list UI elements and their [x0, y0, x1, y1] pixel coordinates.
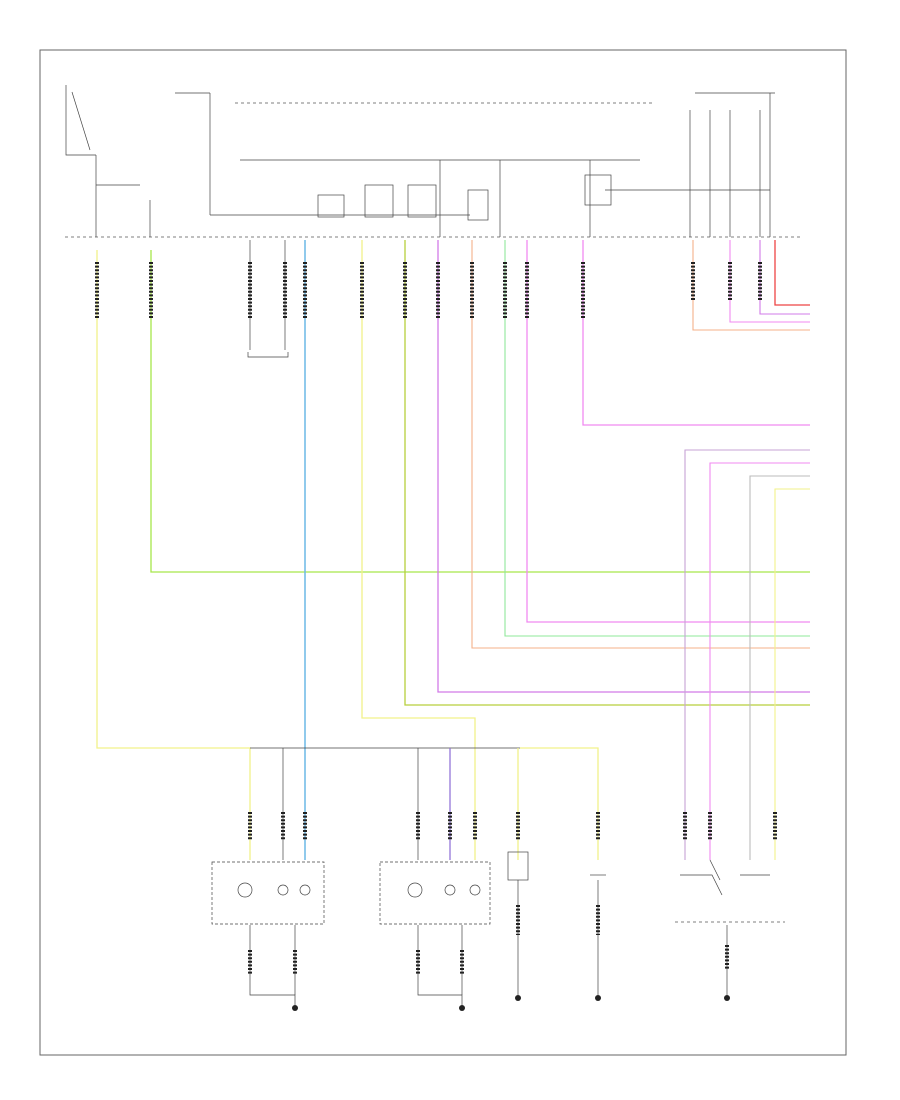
- wire-red-right: [774, 240, 810, 306]
- wire-return-3: [749, 475, 810, 860]
- fuse-box: [65, 85, 800, 238]
- ground-point-5: [724, 995, 730, 1001]
- lower-components: [211, 851, 785, 1011]
- ground-point-1: [292, 1005, 298, 1011]
- right-headlamp-assembly: [379, 861, 491, 925]
- ground-point-3: [515, 995, 521, 1001]
- relay-box-2: [364, 184, 394, 218]
- ground-point-4: [595, 995, 601, 1001]
- wire-yellow-lower-bus: [520, 747, 599, 860]
- wire-return-1: [684, 449, 810, 860]
- wire-olive: [404, 240, 810, 706]
- relay-box-4: [467, 189, 489, 221]
- ground-wire-1: [249, 925, 296, 1005]
- switch-left: [65, 85, 97, 237]
- wire-yellow-left: [96, 250, 251, 860]
- diagram-border: [39, 49, 847, 1056]
- wire-runs: [96, 240, 810, 860]
- wire-violet: [437, 240, 810, 693]
- connectors: [95, 262, 777, 840]
- wire-yellow-mid: [361, 240, 476, 860]
- splice-bracket: [247, 352, 289, 358]
- wire-magenta-2: [582, 240, 810, 426]
- wire-orange: [471, 240, 810, 649]
- wire-return-2: [709, 462, 810, 860]
- lamp-5: [444, 884, 456, 896]
- left-headlamp-assembly: [211, 861, 325, 925]
- ground-wire-3: [417, 925, 463, 1005]
- lamp-3: [299, 884, 311, 896]
- wire-orange-right: [692, 240, 810, 331]
- wire-violet-right: [759, 240, 810, 315]
- relay-box-5: [584, 174, 612, 206]
- ground-point-2: [459, 1005, 465, 1011]
- lamp-2: [277, 884, 289, 896]
- relay-box-1: [317, 194, 345, 218]
- wire-lime: [150, 250, 810, 573]
- wire-magenta-right: [729, 240, 810, 323]
- wire-return-4: [774, 488, 810, 860]
- lamp-1: [237, 882, 253, 898]
- wire-light-green: [504, 240, 810, 637]
- lamp-6: [469, 884, 481, 896]
- headlamp-switch: [680, 859, 770, 896]
- wire-magenta-1: [526, 240, 810, 623]
- relay-box-3: [407, 184, 437, 218]
- lamp-4: [407, 882, 423, 898]
